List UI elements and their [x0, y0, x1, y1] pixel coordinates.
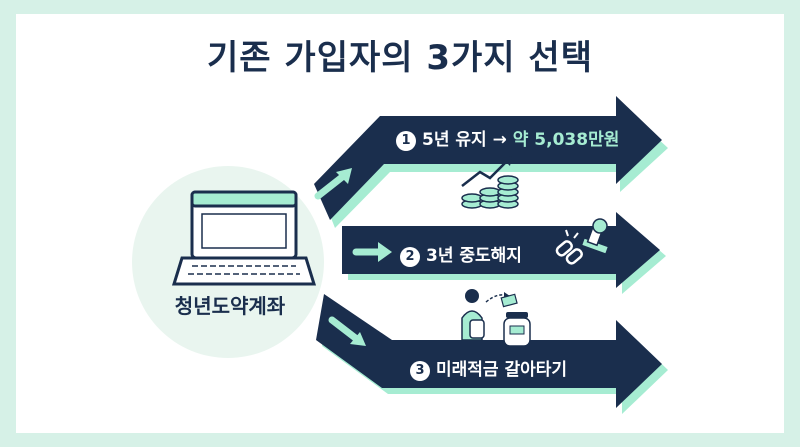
broken-chain-icon — [555, 229, 583, 265]
branch-arrow-down-icon — [328, 316, 366, 346]
growth-arrow-icon — [461, 156, 512, 187]
option-2-text: 3년 중도해지 — [426, 246, 522, 266]
option-2-number-badge: 2 — [400, 247, 420, 267]
option-3-label: 3 미래적금 갈아타기 — [410, 355, 567, 381]
branch-arrow-up-icon — [314, 168, 352, 200]
account-label: 청년도약계좌 — [174, 294, 286, 318]
option-3-number-badge: 3 — [410, 361, 430, 381]
option-1-number-badge: 1 — [396, 131, 416, 151]
option-2-arrow — [342, 212, 666, 294]
branch-arrow-right-icon — [352, 242, 392, 262]
option-3-text: 미래적금 갈아타기 — [436, 360, 568, 380]
laptop-icon — [171, 190, 317, 286]
person-with-jar-icon — [461, 289, 518, 341]
page-title: 기존 가입자의 3가지 선택 — [207, 38, 593, 78]
coin-stack-icon — [461, 175, 519, 209]
money-jar-icon — [503, 312, 531, 347]
option-3-arrow — [316, 294, 668, 414]
option-1-text: 5년 유지 → — [422, 130, 513, 150]
stamp-icon — [580, 218, 610, 255]
option-1-amount: 약 5,038만원 — [512, 130, 620, 150]
option-1-label: 1 5년 유지 → 약 5,038만원 — [396, 125, 619, 151]
option-2-label: 2 3년 중도해지 — [400, 241, 522, 267]
